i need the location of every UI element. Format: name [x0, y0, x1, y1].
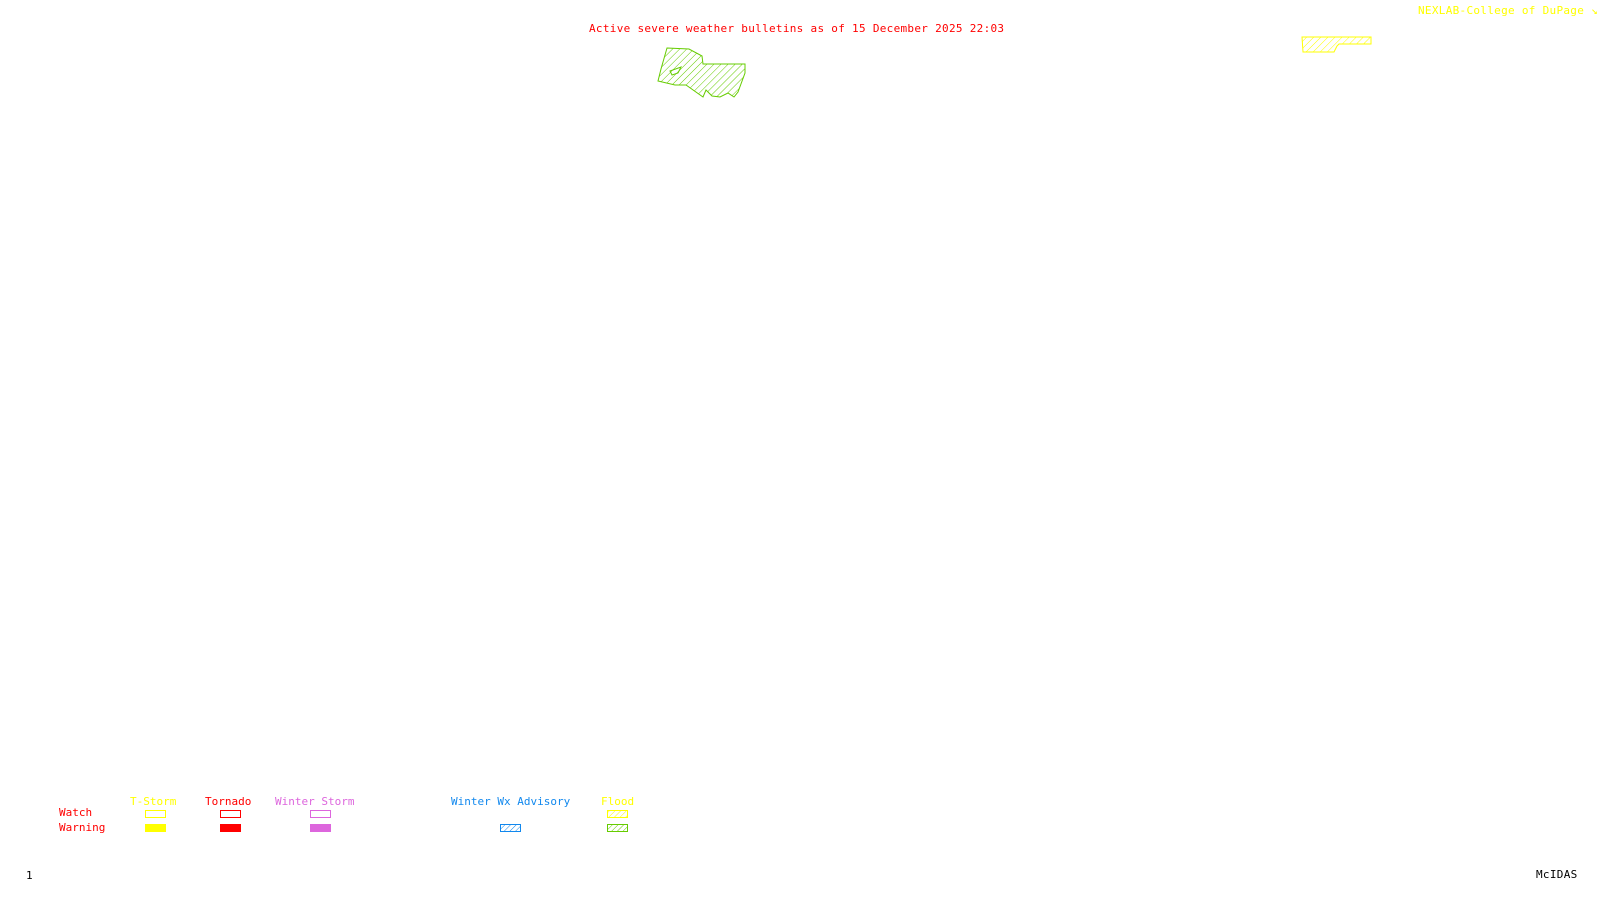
frame-number: 1	[26, 869, 33, 882]
tstorm-watch-swatch	[145, 810, 166, 818]
winter-wx-advisory-swatch	[500, 824, 521, 832]
tornado-watch-swatch	[220, 810, 241, 818]
page-title: Active severe weather bulletins as of 15…	[589, 22, 1005, 35]
flood-warning-polygon[interactable]	[657, 47, 746, 98]
legend-warning-label: Warning	[59, 821, 106, 834]
arrow-icon: ↘	[1591, 4, 1599, 17]
credit-label: NEXLAB-College of DuPage	[1418, 4, 1585, 17]
software-label: McIDAS	[1536, 868, 1578, 881]
legend-winter-wx-advisory-label: Winter Wx Advisory	[451, 795, 571, 808]
legend-winter-storm-label: Winter Storm	[275, 795, 355, 808]
tstorm-warning-swatch	[145, 824, 166, 832]
winter-storm-watch-swatch	[310, 810, 331, 818]
flood-watch-swatch	[607, 810, 628, 818]
winter-storm-warning-swatch	[310, 824, 331, 832]
flood-watch-polygon[interactable]	[1301, 36, 1372, 53]
legend-watch-label: Watch	[59, 806, 93, 819]
legend-tstorm-label: T-Storm	[130, 795, 177, 808]
flood-warning-swatch	[607, 824, 628, 832]
credit-text: NEXLAB-College of DuPage ↘	[1418, 5, 1598, 17]
legend-tornado-label: Tornado	[205, 795, 252, 808]
legend-flood-label: Flood	[601, 795, 635, 808]
tornado-warning-swatch	[220, 824, 241, 832]
flood-warning-inner-polygon[interactable]	[669, 66, 683, 76]
